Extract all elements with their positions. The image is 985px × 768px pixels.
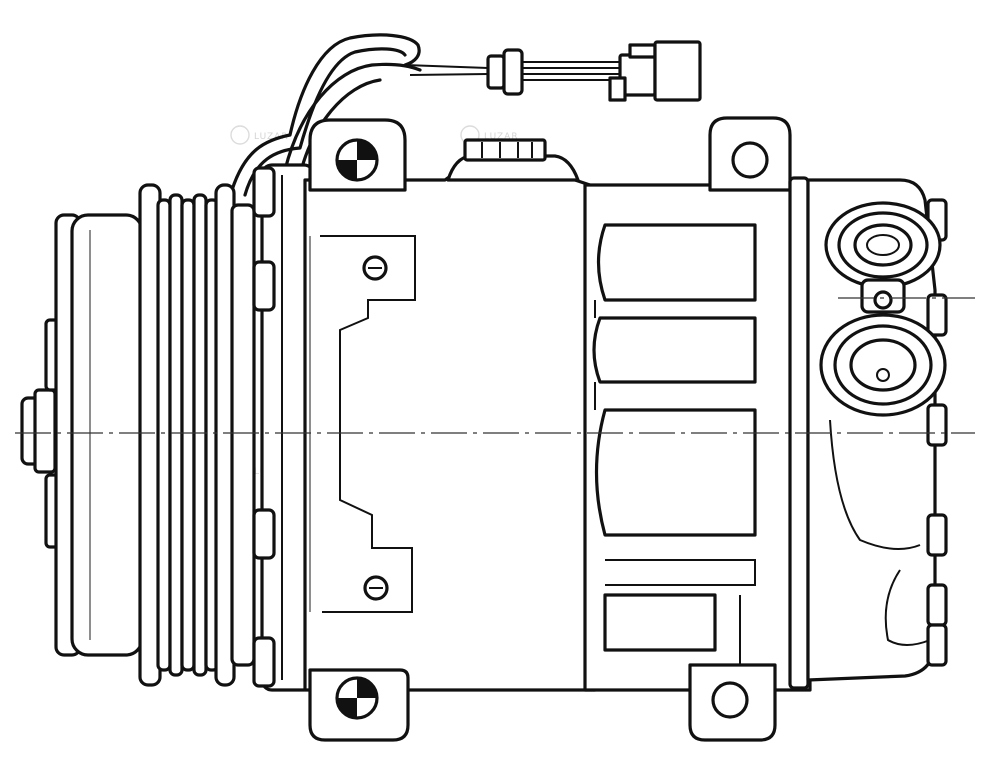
cylinder-section (583, 183, 812, 692)
hex-bolt (926, 403, 948, 447)
wire-grommet (486, 54, 506, 90)
hex-bolt (252, 636, 276, 688)
hex-bolt (252, 166, 276, 218)
watermark-text: LUZAR (254, 132, 289, 142)
mount-ear-top-left (308, 118, 407, 192)
mounting-screw (363, 575, 389, 601)
discharge-port-bottom (819, 313, 947, 417)
hex-bolt (926, 583, 948, 627)
clutch-assembly (20, 183, 256, 687)
hex-bolt (252, 260, 276, 312)
mount-ear-bottom-left (308, 668, 410, 742)
watermark-text: LUZAR (484, 132, 519, 142)
electrical-connector (608, 40, 702, 102)
hex-bolt (926, 513, 948, 557)
suction-port-top (824, 201, 942, 289)
front-head (252, 163, 316, 692)
relief-valve (446, 138, 580, 182)
wiring-harness (230, 33, 702, 197)
clutch-front-plate (70, 213, 144, 657)
mount-ear-bottom-right (688, 663, 777, 742)
mount-ear-top-right (708, 116, 792, 192)
mount-hole-bottom-right (711, 681, 749, 719)
hex-bolt (926, 623, 948, 667)
hex-bolt (926, 293, 948, 337)
front-head-bolts (252, 166, 276, 688)
pulley-grooves (156, 193, 220, 677)
mount-hole-top-right (731, 141, 769, 179)
cylinder-ribs (592, 223, 757, 690)
wire-grommet-collar (502, 48, 524, 96)
compressor-body (303, 138, 597, 692)
hex-bolt (252, 508, 276, 560)
refrigerant-ports (819, 201, 975, 417)
mounting-screw (362, 255, 388, 281)
port-bolt (873, 290, 893, 310)
pulley-bearing (230, 203, 256, 667)
watermark-mark: LUZAR (230, 125, 289, 145)
rear-head-bolts (926, 198, 948, 667)
